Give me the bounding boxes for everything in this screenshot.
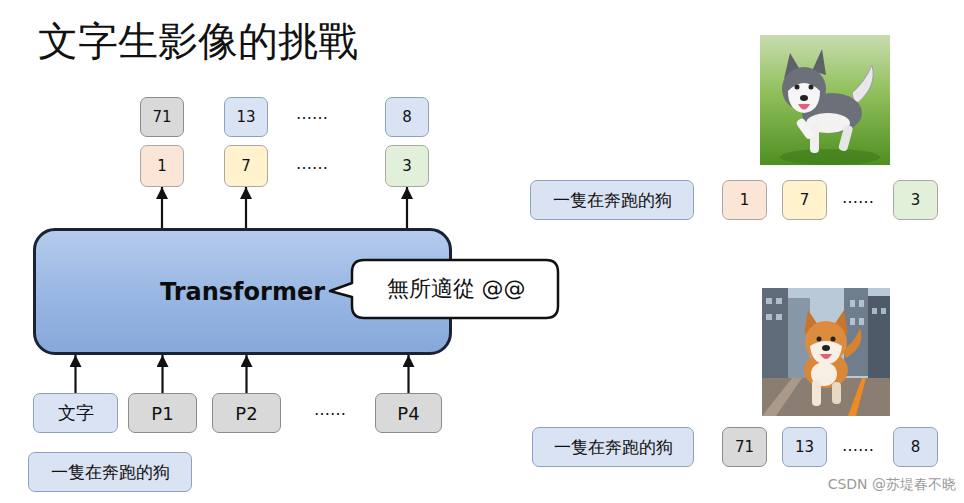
box-text: 3: [911, 191, 921, 209]
model-name: Transformer: [160, 278, 325, 306]
token-box: 1: [140, 145, 184, 187]
box-text: 13: [795, 438, 814, 456]
token-box: 13: [782, 427, 827, 467]
arrow: [406, 187, 408, 228]
arrow: [161, 355, 163, 393]
patch-box: P2: [212, 393, 281, 433]
box-text: 1: [157, 157, 167, 175]
box-text: 一隻在奔跑的狗: [554, 436, 673, 459]
box-text: 文字: [58, 401, 94, 425]
arrow: [245, 355, 247, 393]
slide-title: 文字生影像的挑戰: [38, 14, 358, 69]
token-box: 71: [722, 427, 767, 467]
box-text: 3: [402, 157, 412, 175]
token-box: 8: [385, 97, 429, 137]
box-text: P4: [397, 403, 419, 424]
patch-box: P1: [128, 393, 197, 433]
token-box: 3: [893, 180, 938, 220]
ellipsis: ……: [314, 400, 346, 419]
box-text: P2: [235, 403, 257, 424]
token-box: 1: [722, 180, 767, 220]
ellipsis: ……: [842, 188, 874, 207]
token-box: 13: [224, 97, 268, 137]
input-box: 文字: [33, 393, 118, 433]
speech-bubble: 無所適從 @@: [328, 258, 560, 320]
box-text: 71: [735, 438, 754, 456]
shiba-photo: [762, 288, 890, 416]
box-text: 一隻在奔跑的狗: [553, 189, 672, 212]
watermark: CSDN @苏堤春不晓: [828, 476, 956, 494]
box-text: P1: [151, 403, 173, 424]
box-text: 71: [152, 108, 171, 126]
box-text: 13: [236, 108, 255, 126]
box-text: 8: [402, 108, 412, 126]
token-box: 3: [385, 145, 429, 187]
box-text: 7: [241, 157, 251, 175]
box-text: 1: [740, 191, 750, 209]
box-text: 8: [911, 438, 921, 456]
arrow: [245, 187, 247, 228]
caption-box: 一隻在奔跑的狗: [28, 452, 192, 492]
patch-box: P4: [375, 393, 442, 433]
caption-box: 一隻在奔跑的狗: [530, 180, 694, 220]
box-text: 無所適從 @@: [387, 274, 526, 304]
ellipsis: ……: [296, 104, 328, 123]
arrow: [74, 355, 76, 393]
box-text: 一隻在奔跑的狗: [51, 461, 170, 484]
caption-box: 一隻在奔跑的狗: [532, 427, 694, 467]
token-box: 7: [782, 180, 827, 220]
token-box: 8: [893, 427, 938, 467]
token-box: 71: [140, 97, 184, 137]
ellipsis: ……: [296, 154, 328, 173]
ellipsis: ……: [842, 436, 874, 455]
token-box: 7: [224, 145, 268, 187]
arrow: [161, 187, 163, 228]
box-text: 7: [800, 191, 810, 209]
husky-photo: [760, 35, 890, 165]
arrow: [407, 355, 409, 393]
